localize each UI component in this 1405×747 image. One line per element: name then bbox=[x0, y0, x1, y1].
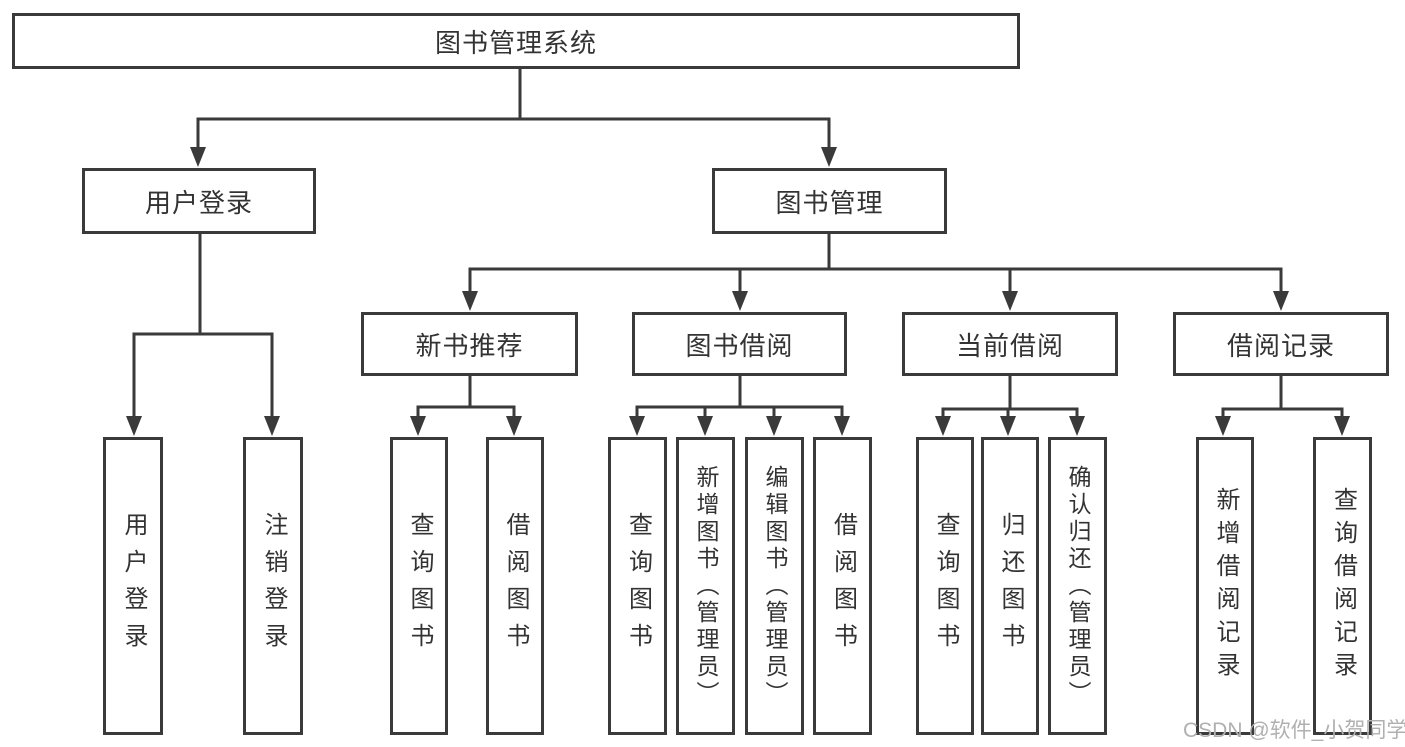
connector-root-bracket bbox=[196, 117, 831, 150]
node-book-borrowing: 图书借阅 bbox=[632, 312, 847, 376]
leaf-label: 用户登录 bbox=[120, 512, 147, 660]
leaf-label: 查询图书 bbox=[406, 512, 433, 660]
arrow-icon bbox=[264, 416, 280, 436]
node-borrowing-records: 借阅记录 bbox=[1173, 312, 1389, 376]
node-user-login: 用户登录 bbox=[82, 168, 316, 234]
leaf-label: 借阅图书 bbox=[502, 512, 529, 660]
leaf-label: 借阅图书 bbox=[829, 512, 857, 660]
node-root: 图书管理系统 bbox=[12, 13, 1020, 69]
leaf-query-books-2: 查询图书 bbox=[608, 437, 667, 735]
leaf-query-books-1: 查询图书 bbox=[390, 437, 448, 735]
leaf-label: 查询图书 bbox=[624, 512, 652, 660]
arrow-icon bbox=[506, 416, 522, 436]
arrow-icon bbox=[732, 291, 748, 311]
leaf-confirm-return-admin: 确认归还（管理员） bbox=[1048, 437, 1107, 735]
arrow-icon bbox=[1215, 416, 1231, 436]
arrow-icon bbox=[697, 416, 713, 436]
leaf-label: 查询借阅记录 bbox=[1329, 487, 1357, 685]
csdn-watermark: CSDN @软件_小贺同学 bbox=[1183, 719, 1405, 742]
arrowheads bbox=[126, 147, 1350, 436]
arrow-icon bbox=[126, 416, 142, 436]
leaf-add-book-admin: 新增图书（管理员） bbox=[676, 437, 735, 735]
connector-records-bracket bbox=[1221, 407, 1344, 418]
connector-book-mgmt-bracket bbox=[468, 267, 1283, 293]
arrow-icon bbox=[1273, 291, 1289, 311]
connector-borrowing-bracket bbox=[635, 405, 844, 418]
leaf-label: 新增借阅记录 bbox=[1212, 487, 1239, 685]
leaf-add-borrow-record: 新增借阅记录 bbox=[1196, 437, 1254, 735]
node-book-management: 图书管理 bbox=[712, 168, 947, 234]
arrow-icon bbox=[410, 416, 426, 436]
leaf-label: 查询图书 bbox=[932, 512, 959, 660]
arrow-icon bbox=[834, 416, 850, 436]
connector-user-login-bracket bbox=[132, 332, 274, 418]
connector-new-book-bracket bbox=[416, 405, 516, 418]
leaf-return-book: 归还图书 bbox=[981, 437, 1039, 735]
leaf-query-borrow-record: 查询借阅记录 bbox=[1313, 437, 1372, 735]
leaf-borrow-books-2: 借阅图书 bbox=[813, 437, 872, 735]
leaf-label: 新增图书（管理员） bbox=[693, 464, 719, 708]
node-current-borrowing: 当前借阅 bbox=[902, 312, 1118, 376]
arrow-icon bbox=[1000, 416, 1016, 436]
arrow-icon bbox=[766, 416, 782, 436]
leaf-user-login: 用户登录 bbox=[103, 437, 163, 735]
arrow-icon bbox=[190, 147, 206, 167]
leaf-edit-book-admin: 编辑图书（管理员） bbox=[745, 437, 804, 735]
node-new-book-recommend: 新书推荐 bbox=[361, 312, 578, 376]
arrow-icon bbox=[629, 416, 645, 436]
arrow-icon bbox=[462, 291, 478, 311]
leaf-label: 编辑图书（管理员） bbox=[762, 464, 788, 708]
arrow-icon bbox=[935, 416, 951, 436]
arrow-icon bbox=[1069, 416, 1085, 436]
leaf-query-books-3: 查询图书 bbox=[916, 437, 974, 735]
connector-current-bracket bbox=[941, 407, 1079, 418]
arrow-icon bbox=[1002, 291, 1018, 311]
leaf-label: 归还图书 bbox=[997, 512, 1024, 660]
leaf-borrow-books-1: 借阅图书 bbox=[486, 437, 544, 735]
leaf-logout: 注销登录 bbox=[243, 437, 303, 735]
arrow-icon bbox=[1334, 416, 1350, 436]
arrow-icon bbox=[821, 147, 837, 167]
leaf-label: 确认归还（管理员） bbox=[1065, 464, 1091, 708]
leaf-label: 注销登录 bbox=[260, 512, 287, 660]
